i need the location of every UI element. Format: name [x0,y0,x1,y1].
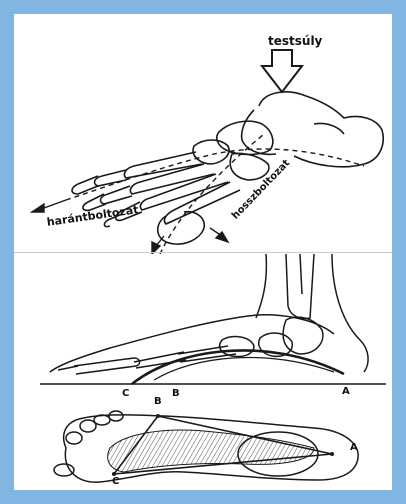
weight-label: testsúly [268,34,322,48]
panel-divider [14,252,392,253]
print-point-a-label: A [350,442,358,453]
illustration-panel: testsúly harántboltozat hosszboltozat [14,14,392,490]
footprint-diagram [14,394,392,490]
side-view-foot [14,254,392,394]
print-point-b-label: B [154,396,162,407]
weight-arrow-icon [262,50,302,92]
print-point-c-label: C [112,476,119,487]
